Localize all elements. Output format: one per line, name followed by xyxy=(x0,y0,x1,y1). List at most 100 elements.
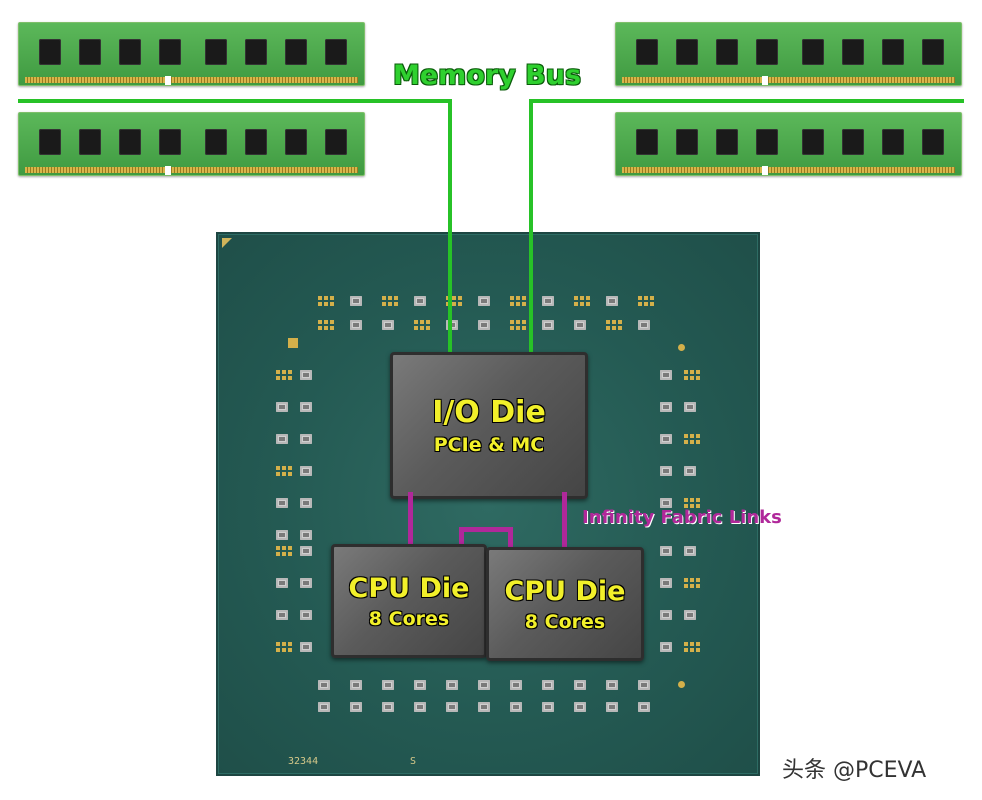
contact-pad xyxy=(276,370,280,374)
memory-chip xyxy=(205,39,227,65)
infinity-fabric-bridge-left xyxy=(459,527,464,552)
smd-capacitor xyxy=(276,498,288,508)
package-letter: S xyxy=(410,756,417,767)
smd-capacitor xyxy=(606,702,618,712)
contact-pad xyxy=(288,642,292,646)
contact-pad xyxy=(388,296,392,300)
ram-key-notch xyxy=(762,166,768,175)
contact-pad xyxy=(650,302,654,306)
smd-capacitor xyxy=(276,434,288,444)
contact-pad xyxy=(288,552,292,556)
contact-pad xyxy=(288,472,292,476)
ram-gold-contacts xyxy=(622,167,955,173)
smd-capacitor xyxy=(414,680,426,690)
memory-chip xyxy=(716,39,738,65)
package-dot-bottom-right xyxy=(678,681,685,688)
contact-pad xyxy=(684,498,688,502)
memory-chip xyxy=(325,39,347,65)
ram-key-notch xyxy=(762,76,768,85)
contact-pad xyxy=(452,302,456,306)
io-die: I/O Die PCIe & MC xyxy=(390,352,588,499)
cpu-die-right-title: CPU Die xyxy=(504,575,626,607)
io-die-title: I/O Die xyxy=(432,395,546,430)
smd-capacitor xyxy=(350,680,362,690)
memory-chip xyxy=(39,129,61,155)
memory-chip xyxy=(636,39,658,65)
ram-gold-contacts xyxy=(622,77,955,83)
contact-pad xyxy=(696,376,700,380)
smd-capacitor xyxy=(276,610,288,620)
contact-pad xyxy=(696,498,700,502)
smd-capacitor xyxy=(382,680,394,690)
smd-capacitor xyxy=(660,466,672,476)
contact-pad xyxy=(276,648,280,652)
contact-pad xyxy=(696,504,700,508)
smd-capacitor xyxy=(318,680,330,690)
smd-capacitor xyxy=(478,320,490,330)
memory-chip xyxy=(802,129,824,155)
contact-pad xyxy=(452,296,456,300)
cpu-die-right-subtitle: 8 Cores xyxy=(524,610,606,633)
memory-chip xyxy=(325,129,347,155)
smd-capacitor xyxy=(574,320,586,330)
contact-pad xyxy=(690,440,694,444)
memory-chip xyxy=(922,129,944,155)
contact-pad xyxy=(282,370,286,374)
memory-chip xyxy=(676,39,698,65)
smd-capacitor xyxy=(606,680,618,690)
contact-pad xyxy=(318,320,322,324)
infinity-fabric-label: Infinity Fabric Links xyxy=(582,507,782,528)
contact-pad xyxy=(690,642,694,646)
smd-capacitor xyxy=(300,402,312,412)
smd-capacitor xyxy=(318,702,330,712)
contact-pad xyxy=(612,326,616,330)
smd-capacitor xyxy=(510,702,522,712)
contact-pad xyxy=(684,584,688,588)
contact-pad xyxy=(394,302,398,306)
smd-capacitor xyxy=(300,530,312,540)
ram-module-bottom-left xyxy=(18,112,365,176)
contact-pad xyxy=(684,370,688,374)
smd-capacitor xyxy=(638,702,650,712)
smd-capacitor xyxy=(414,296,426,306)
memory-chip xyxy=(756,39,778,65)
memory-chip xyxy=(285,129,307,155)
smd-capacitor xyxy=(382,702,394,712)
memory-chip xyxy=(285,39,307,65)
smd-capacitor xyxy=(276,578,288,588)
smd-capacitor xyxy=(510,680,522,690)
contact-pad xyxy=(282,466,286,470)
contact-pad xyxy=(522,296,526,300)
contact-pad xyxy=(586,302,590,306)
memory-bus-right-entry xyxy=(529,232,533,358)
contact-pad xyxy=(324,296,328,300)
contact-pad xyxy=(644,302,648,306)
memory-chip xyxy=(802,39,824,65)
contact-pad xyxy=(458,296,462,300)
contact-pad xyxy=(684,578,688,582)
smd-capacitor xyxy=(300,610,312,620)
memory-chip xyxy=(119,129,141,155)
contact-pad xyxy=(684,504,688,508)
contact-pad xyxy=(330,320,334,324)
smd-capacitor xyxy=(300,546,312,556)
smd-capacitor xyxy=(300,498,312,508)
smd-capacitor xyxy=(478,702,490,712)
contact-pad xyxy=(696,648,700,652)
memory-bus-left-horizontal xyxy=(18,99,452,103)
contact-pad xyxy=(282,642,286,646)
smd-capacitor xyxy=(574,702,586,712)
contact-pad xyxy=(580,302,584,306)
contact-pad xyxy=(650,296,654,300)
memory-chip xyxy=(842,39,864,65)
contact-pad xyxy=(414,326,418,330)
package-fiducial xyxy=(288,338,298,348)
contact-pad xyxy=(690,498,694,502)
smd-capacitor xyxy=(350,320,362,330)
contact-pad xyxy=(420,320,424,324)
smd-capacitor xyxy=(684,402,696,412)
contact-pad xyxy=(586,296,590,300)
contact-pad xyxy=(696,370,700,374)
ram-key-notch xyxy=(165,166,171,175)
cpu-die-left-subtitle: 8 Cores xyxy=(368,607,450,630)
